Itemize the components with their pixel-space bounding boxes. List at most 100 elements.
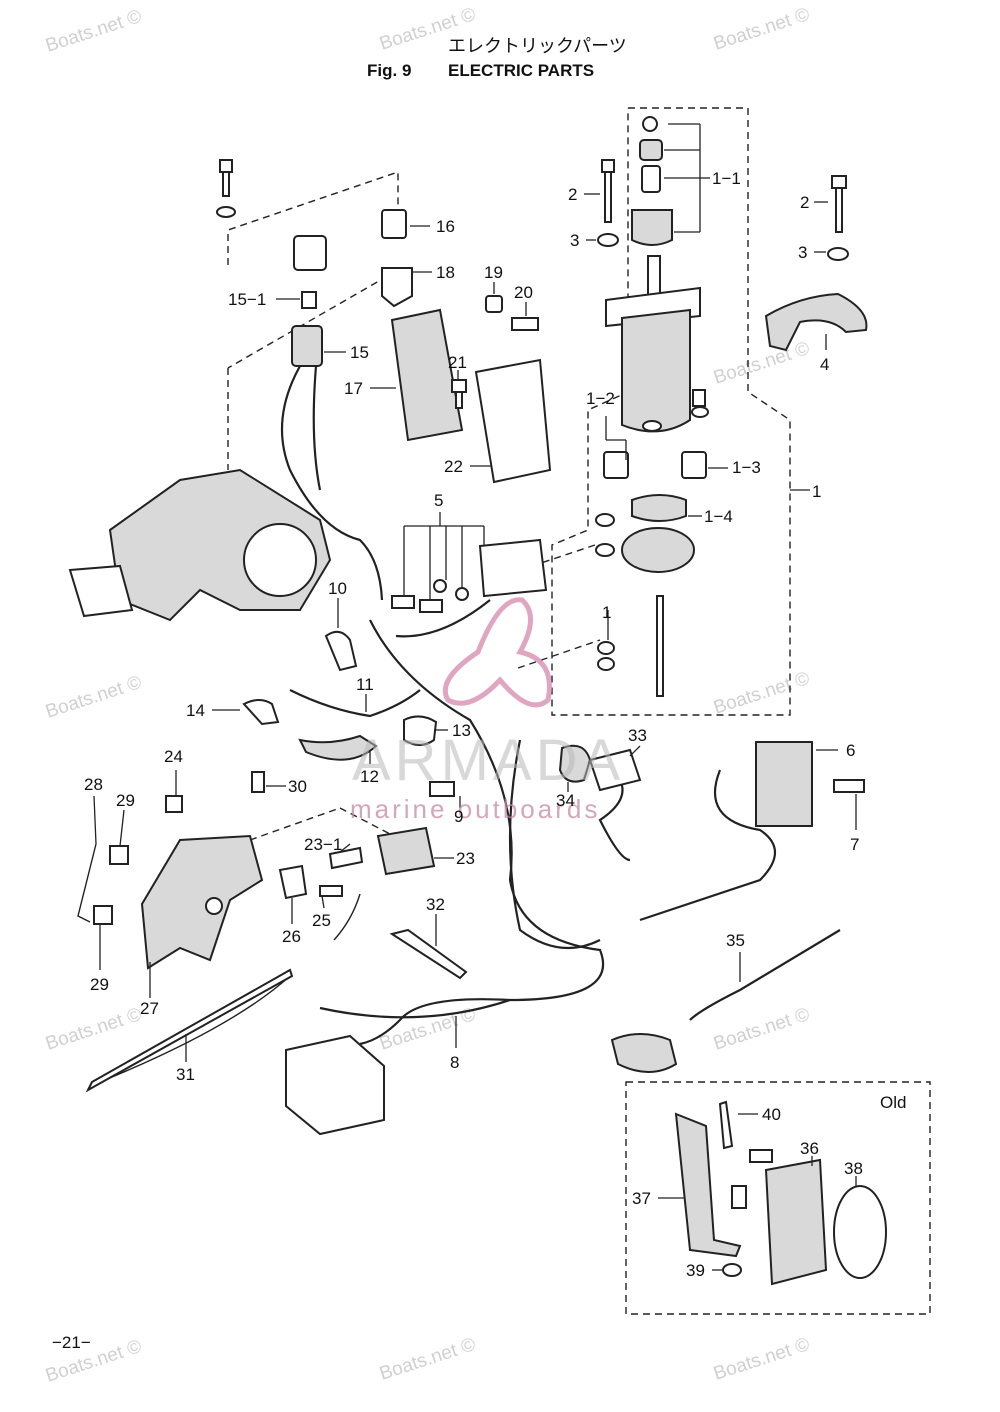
nut bbox=[597, 641, 615, 655]
part-label: 30 bbox=[288, 777, 307, 796]
bolt-21 bbox=[451, 379, 467, 393]
bolt-21 bbox=[455, 391, 463, 409]
strap-40 bbox=[718, 1100, 734, 1150]
bracket-hole bbox=[205, 897, 223, 915]
leader-line bbox=[339, 807, 393, 836]
boot-14 bbox=[242, 699, 280, 726]
starter-bolts bbox=[597, 159, 868, 352]
part-label: 6 bbox=[846, 741, 855, 760]
fuse-cap-16 bbox=[381, 209, 407, 239]
part-label: 15−1 bbox=[228, 290, 266, 309]
pinion-gear bbox=[631, 209, 673, 246]
part-label: 27 bbox=[140, 999, 159, 1018]
part-label: 1−3 bbox=[732, 458, 761, 477]
dashed-boundaries bbox=[227, 107, 931, 1315]
engine-handle bbox=[68, 564, 134, 618]
cable-tie-32 bbox=[389, 928, 468, 980]
old-parts bbox=[674, 1100, 887, 1286]
part-label: 20 bbox=[514, 283, 533, 302]
leader-line bbox=[321, 895, 325, 909]
cover-22 bbox=[474, 358, 552, 484]
ignition-switch-33 bbox=[588, 748, 642, 792]
bolt bbox=[749, 1149, 773, 1163]
solenoid-5 bbox=[478, 538, 548, 598]
part-label: 29 bbox=[116, 791, 135, 810]
watermark: Boats.net © bbox=[711, 338, 812, 389]
part-label: 23−1 bbox=[304, 835, 342, 854]
watermark: Boats.net © bbox=[711, 1334, 812, 1385]
bracket-37 bbox=[674, 1112, 742, 1258]
leader-line bbox=[339, 843, 351, 853]
part-label: 31 bbox=[176, 1065, 195, 1084]
fuse-harness bbox=[312, 365, 322, 491]
part-label: 17 bbox=[344, 379, 363, 398]
bolt bbox=[831, 175, 847, 189]
bolt bbox=[391, 595, 415, 609]
bolt bbox=[601, 159, 615, 173]
part-label: 3 bbox=[570, 231, 579, 250]
part-label: 3 bbox=[798, 243, 807, 262]
bolt-24 bbox=[165, 795, 183, 813]
leader-line bbox=[249, 807, 341, 841]
part-label: 14 bbox=[186, 701, 205, 720]
part-label: 2 bbox=[568, 185, 577, 204]
part-label: 40 bbox=[762, 1105, 781, 1124]
bracket-27 bbox=[140, 834, 264, 970]
leader-lines bbox=[93, 123, 857, 1271]
part-label: 39 bbox=[686, 1261, 705, 1280]
fuse-relay-group bbox=[216, 159, 552, 484]
part-label: 35 bbox=[726, 931, 745, 950]
part-label: 5 bbox=[434, 491, 443, 510]
nut bbox=[597, 657, 615, 671]
collar-19 bbox=[485, 295, 503, 313]
bolt bbox=[419, 599, 443, 613]
starter-body bbox=[621, 308, 691, 433]
bolt bbox=[222, 171, 230, 197]
part-label: 26 bbox=[282, 927, 301, 946]
washer bbox=[595, 543, 615, 557]
fuse-harness bbox=[280, 365, 384, 601]
bolt-7 bbox=[833, 779, 865, 793]
relay bbox=[293, 235, 327, 271]
leader-line bbox=[629, 745, 641, 757]
part-label: 1−4 bbox=[704, 507, 733, 526]
bolt bbox=[604, 171, 612, 223]
part-label: 28 bbox=[84, 775, 103, 794]
part-label: 1 bbox=[812, 482, 821, 501]
rectifier-36 bbox=[764, 1158, 828, 1286]
clamp-29 bbox=[93, 905, 113, 925]
battery-cable-8 bbox=[359, 619, 605, 1046]
part-label: 10 bbox=[328, 579, 347, 598]
wire bbox=[333, 893, 361, 941]
part-label: 21 bbox=[448, 353, 467, 372]
misc-parts bbox=[77, 538, 865, 1136]
old-parts-box bbox=[625, 1081, 931, 1315]
bolt bbox=[835, 187, 843, 233]
clip-26 bbox=[278, 864, 308, 900]
part-label: 36 bbox=[800, 1139, 819, 1158]
part-label: 29 bbox=[90, 975, 109, 994]
switch-34 bbox=[558, 744, 592, 783]
part-label: 19 bbox=[484, 263, 503, 282]
watermark: Boats.net © bbox=[43, 1004, 144, 1055]
washer-39 bbox=[722, 1263, 742, 1277]
engine-flywheel bbox=[243, 523, 317, 597]
leader-line bbox=[93, 795, 97, 845]
battery bbox=[285, 1034, 385, 1136]
watermark: Boats.net © bbox=[711, 668, 812, 719]
bolt bbox=[731, 1185, 747, 1209]
washer bbox=[595, 513, 615, 527]
washer bbox=[691, 406, 709, 418]
fuse-clip-18 bbox=[381, 267, 413, 308]
regulator-6 bbox=[755, 741, 813, 827]
part-labels: 1 1−1 1−2 1−3 1−4 1 2 2 3 3 4 5 6 7 8 9 … bbox=[84, 169, 863, 1280]
through-bolt bbox=[656, 595, 664, 697]
pinion-stop bbox=[639, 139, 663, 161]
washer bbox=[827, 247, 849, 261]
leader-line bbox=[517, 639, 601, 669]
cap-13 bbox=[403, 715, 438, 746]
boot-10 bbox=[324, 630, 358, 672]
part-label: 16 bbox=[436, 217, 455, 236]
part-label: 4 bbox=[820, 355, 829, 374]
brush-holder-1-3 bbox=[681, 451, 707, 479]
